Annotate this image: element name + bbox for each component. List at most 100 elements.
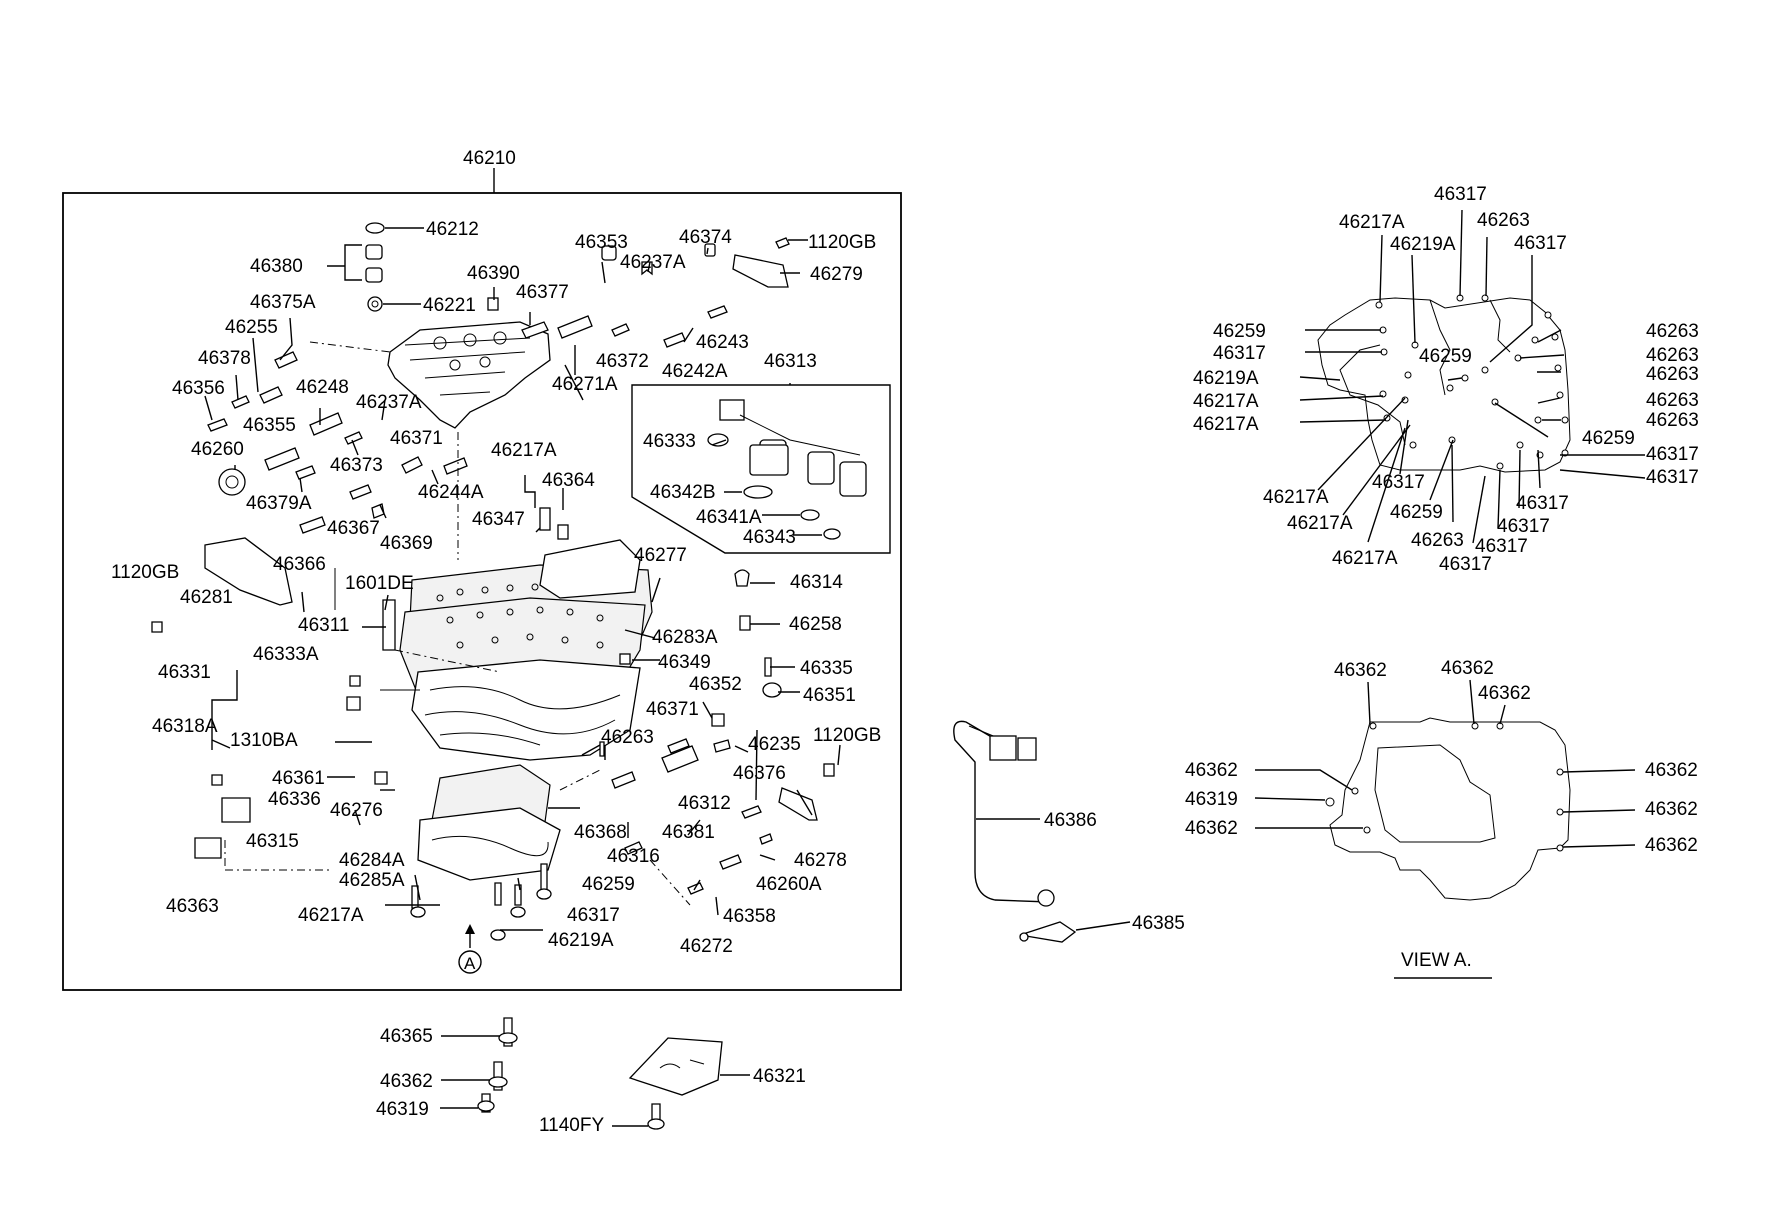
- part-label-1140FY: 1140FY: [539, 1115, 604, 1136]
- main-leader-lines: [204, 227, 841, 931]
- part-label-46336: 46336: [268, 789, 321, 810]
- part-label-46374: 46374: [679, 227, 732, 248]
- part-label-46272: 46272: [680, 936, 733, 957]
- part-label-46217A: 46217A: [1332, 548, 1398, 569]
- part-label-46219A: 46219A: [1193, 368, 1259, 389]
- part-label-46367: 46367: [327, 518, 380, 539]
- lower-valve-body-illustration: [411, 659, 641, 761]
- part-label-46377: 46377: [516, 282, 569, 303]
- part-label-1310BA: 1310BA: [230, 730, 298, 751]
- part-label-46314: 46314: [790, 572, 843, 593]
- part-label-46317: 46317: [1497, 516, 1550, 537]
- view-a-outline: [1329, 717, 1571, 901]
- part-label-46371: 46371: [390, 428, 443, 449]
- part-label-46263: 46263: [1646, 345, 1699, 366]
- part-label-46219A: 46219A: [1390, 234, 1456, 255]
- part-label-46212: 46212: [426, 219, 479, 240]
- bolt-layout-outline-upper: [1317, 297, 1571, 473]
- part-label-46278: 46278: [794, 850, 847, 871]
- part-label-46353: 46353: [575, 232, 628, 253]
- part-label-46244A: 46244A: [418, 482, 484, 503]
- part-label-46317: 46317: [1439, 554, 1492, 575]
- part-label-46333: 46333: [643, 431, 696, 452]
- part-label-46333A: 46333A: [253, 644, 319, 665]
- part-label-46317: 46317: [1646, 444, 1699, 465]
- part-label-46358: 46358: [723, 906, 776, 927]
- wiring-harness-illustration: [953, 720, 1051, 903]
- part-label-46217A: 46217A: [1339, 212, 1405, 233]
- part-label-46376: 46376: [733, 763, 786, 784]
- part-label-46219A: 46219A: [548, 930, 614, 951]
- part-label-1601DE: 1601DE: [345, 573, 414, 594]
- part-label-46259: 46259: [1419, 346, 1472, 367]
- part-label-46317: 46317: [567, 905, 620, 926]
- part-label-46362: 46362: [1645, 799, 1698, 820]
- part-label-46260A: 46260A: [756, 874, 822, 895]
- part-label-46365: 46365: [380, 1026, 433, 1047]
- part-label-46386: 46386: [1044, 810, 1097, 831]
- part-label-46316: 46316: [607, 846, 660, 867]
- part-label-46285A: 46285A: [339, 870, 405, 891]
- part-label-46277: 46277: [634, 545, 687, 566]
- part-label-46317: 46317: [1434, 184, 1487, 205]
- bolt-layout-view-upper: [1299, 209, 1646, 544]
- part-label-46362: 46362: [1334, 660, 1387, 681]
- part-number-labels: 46210 46212 46380 46221 46390 46377 4635…: [111, 148, 1699, 1136]
- part-label-46369: 46369: [380, 533, 433, 554]
- part-label-46276: 46276: [330, 800, 383, 821]
- part-label-46321: 46321: [753, 1066, 806, 1087]
- part-label-46271A: 46271A: [552, 374, 618, 395]
- part-label-46390: 46390: [467, 263, 520, 284]
- part-label-46331: 46331: [158, 662, 211, 683]
- part-label-46258: 46258: [789, 614, 842, 635]
- view-a-title: VIEW A.: [1401, 950, 1472, 971]
- part-label-46284A: 46284A: [339, 850, 405, 871]
- part-label-46380: 46380: [250, 256, 303, 277]
- part-label-46283A: 46283A: [652, 627, 718, 648]
- part-label-46259: 46259: [1390, 502, 1443, 523]
- part-label-1120GB: 1120GB: [808, 232, 876, 253]
- part-label-46317: 46317: [1372, 472, 1425, 493]
- left-bracket-plate: [204, 537, 293, 606]
- part-label-46366: 46366: [273, 554, 326, 575]
- part-label-46235: 46235: [748, 734, 801, 755]
- part-label-46312: 46312: [678, 793, 731, 814]
- part-label-46341A: 46341A: [696, 507, 762, 528]
- part-label-46356: 46356: [172, 378, 225, 399]
- part-label-46362: 46362: [380, 1071, 433, 1092]
- main-assembly-group: [62, 168, 902, 991]
- part-label-46317: 46317: [1646, 467, 1699, 488]
- part-label-46263: 46263: [1646, 390, 1699, 411]
- part-label-46317: 46317: [1475, 536, 1528, 557]
- part-label-1120GB: 1120GB: [111, 562, 179, 583]
- part-label-46352: 46352: [689, 674, 742, 695]
- part-label-46315: 46315: [246, 831, 299, 852]
- part-label-46263: 46263: [1646, 321, 1699, 342]
- part-label-46237A: 46237A: [620, 252, 686, 273]
- part-label-46318A: 46318A: [152, 716, 218, 737]
- part-label-46237A: 46237A: [356, 392, 422, 413]
- part-label-46255: 46255: [225, 317, 278, 338]
- part-label-46362: 46362: [1185, 818, 1238, 839]
- part-label-46361: 46361: [272, 768, 325, 789]
- part-label-46375A: 46375A: [250, 292, 316, 313]
- part-label-46378: 46378: [198, 348, 251, 369]
- part-label-46319: 46319: [376, 1099, 429, 1120]
- part-label-46335: 46335: [800, 658, 853, 679]
- part-label-46319: 46319: [1185, 789, 1238, 810]
- part-label-46362: 46362: [1185, 760, 1238, 781]
- part-label-46313: 46313: [764, 351, 817, 372]
- part-label-46248: 46248: [296, 377, 349, 398]
- view-a-group: [1254, 679, 1636, 979]
- part-label-46355: 46355: [243, 415, 296, 436]
- part-label-46217A: 46217A: [298, 905, 364, 926]
- part-label-46362: 46362: [1645, 760, 1698, 781]
- part-label-46379A: 46379A: [246, 493, 312, 514]
- part-label-46263: 46263: [1646, 410, 1699, 431]
- part-label-46363: 46363: [166, 896, 219, 917]
- part-label-46373: 46373: [330, 455, 383, 476]
- part-label-46279: 46279: [810, 264, 863, 285]
- part-label-46343: 46343: [743, 527, 796, 548]
- part-label-46281: 46281: [180, 587, 233, 608]
- part-label-1120GB: 1120GB: [813, 725, 881, 746]
